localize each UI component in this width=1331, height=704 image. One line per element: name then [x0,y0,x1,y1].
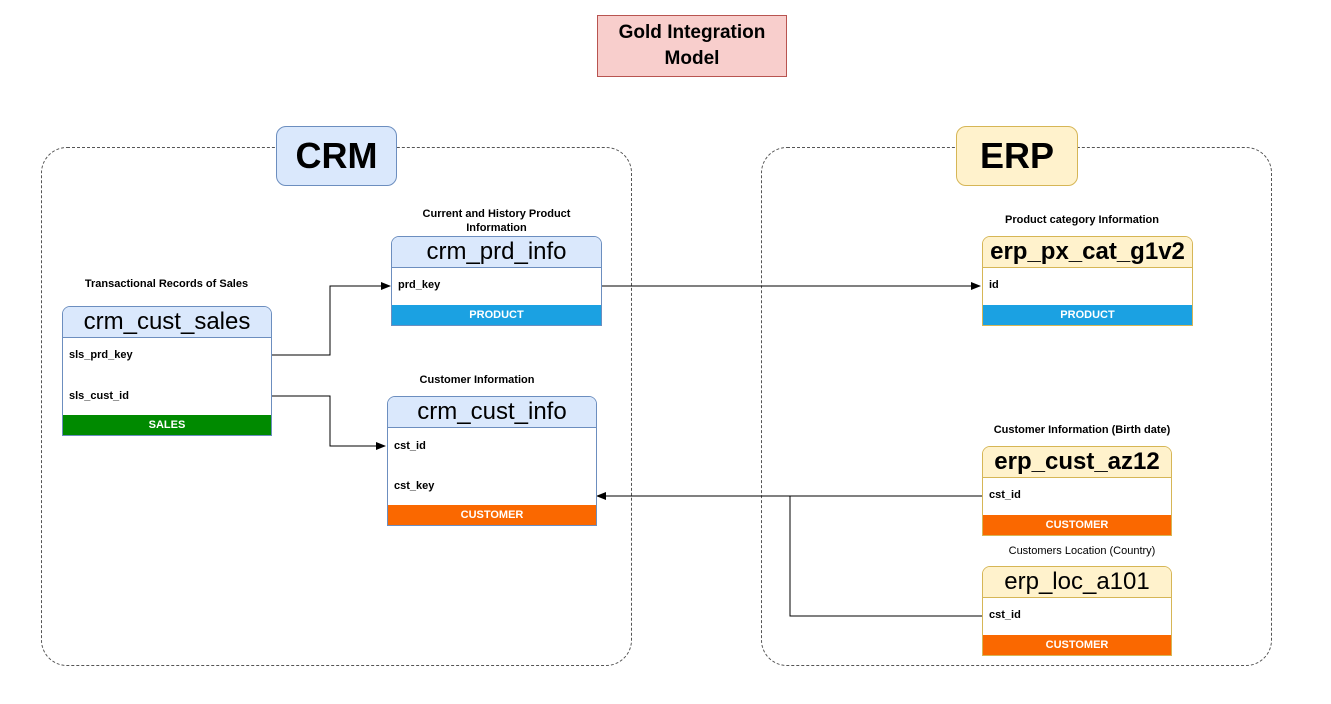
erp-label-text: ERP [979,135,1055,176]
table-category-customer: CUSTOMER [388,505,596,525]
table-crm-cust-sales[interactable]: crm_cust_sales sls_prd_key sls_cust_id S… [62,306,272,436]
crm-cust-info-caption: Customer Information [419,374,535,386]
table-name: erp_loc_a101 [983,567,1171,598]
field-id: id [989,279,999,291]
table-crm-cust-info[interactable]: crm_cust_info cst_id cst_key CUSTOMER [387,396,597,526]
field-prd-key: prd_key [398,279,441,291]
table-name: crm_cust_info [388,397,596,428]
erp-group-label: ERP [956,126,1078,186]
table-category-sales: SALES [63,415,271,435]
diagram-title-text: Gold Integration Model [618,22,766,69]
table-category-customer: CUSTOMER [983,635,1171,655]
connector-loc-to-custinfo [789,496,982,617]
diagram-title: Gold Integration Model [597,15,787,77]
field-cst-id: cst_id [394,440,426,452]
table-category-product: PRODUCT [392,305,601,325]
field-cst-key: cst_key [394,480,435,492]
connector-sales-to-customer [272,395,386,450]
field-cst-id: cst_id [989,609,1021,621]
field-cst-id: cst_id [989,489,1021,501]
table-category-customer: CUSTOMER [983,515,1171,535]
table-name: crm_prd_info [392,237,601,268]
erp-px-cat-caption: Product category Information [1004,214,1160,226]
crm-cust-sales-caption: Transactional Records of Sales [84,278,249,290]
table-crm-prd-info[interactable]: crm_prd_info prd_key PRODUCT [391,236,602,326]
table-category-product: PRODUCT [983,305,1192,325]
table-erp-loc-a101[interactable]: erp_loc_a101 cst_id CUSTOMER [982,566,1172,656]
crm-label-text: CRM [295,135,378,176]
erp-loc-a101-caption: Customers Location (Country) [1008,545,1156,557]
connector-sales-to-product [272,282,391,356]
table-name: crm_cust_sales [63,307,271,338]
table-name: erp_px_cat_g1v2 [983,237,1192,268]
field-sls-prd-key: sls_prd_key [69,349,133,361]
erp-cust-az12-caption: Customer Information (Birth date) [993,424,1171,436]
crm-group-label: CRM [276,126,397,186]
table-name: erp_cust_az12 [983,447,1171,478]
table-erp-cust-az12[interactable]: erp_cust_az12 cst_id CUSTOMER [982,446,1172,536]
crm-prd-info-caption: Current and History Product Information [422,208,571,234]
table-erp-px-cat-g1v2[interactable]: erp_px_cat_g1v2 id PRODUCT [982,236,1193,326]
field-sls-cust-id: sls_cust_id [69,390,129,402]
